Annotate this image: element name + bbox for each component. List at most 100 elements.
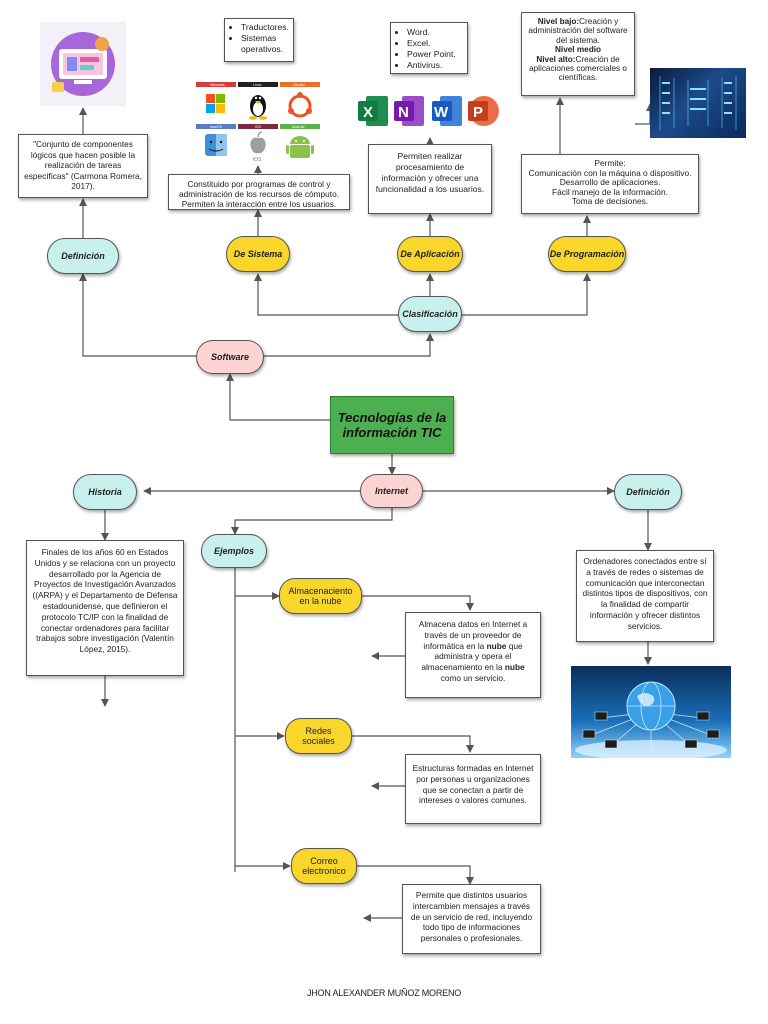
os-logos-grid: Windows Linux Ubuntu macOS iOS Android <box>196 82 320 164</box>
os-label: Android <box>292 125 304 129</box>
os-label: Windows <box>210 83 225 87</box>
android-icon <box>286 136 314 158</box>
software-definicion-box: "Conjunto de componentes lógicos que hac… <box>18 134 148 198</box>
windows-icon <box>206 94 225 113</box>
office-icons: X N W P <box>354 92 504 134</box>
software-illustration <box>40 22 126 106</box>
aplicacion-description-box: Permiten realizar procesamiento de infor… <box>368 144 492 214</box>
almacenamiento-bold: nube <box>486 640 507 651</box>
programacion-line: Fácil manejo de la información. <box>552 186 668 197</box>
example-redes-sociales-label: Redes sociales <box>302 726 335 746</box>
node-historia[interactable]: Historia <box>73 474 137 510</box>
programacion-line: Permite: <box>594 158 626 168</box>
almacenamiento-text: como un servicio. <box>440 672 506 683</box>
correo-description-text: Permite que distintos usuarios intercamb… <box>410 890 533 944</box>
node-software-label: Software <box>210 352 249 362</box>
sistema-examples-box: Traductores. Sistemas operativos. <box>224 18 294 62</box>
almacenamiento-text: que administra y opera el almacenamiento… <box>421 640 523 673</box>
ios-icon: iOS <box>250 131 266 163</box>
sistema-example-item: Traductores. <box>241 22 289 33</box>
ubuntu-icon <box>288 92 312 118</box>
aplicacion-example-item: Word. <box>407 27 463 38</box>
sistema-description-box: Constituido por programas de control y a… <box>168 174 350 210</box>
example-correo-label: Correo electronico <box>302 856 346 876</box>
programacion-line: Desarrollo de aplicaciones. <box>559 177 661 188</box>
node-de-programacion[interactable]: De Programación <box>548 236 626 272</box>
os-label: iOS <box>255 125 262 129</box>
niveles-box: Nivel bajo:Creación y administración del… <box>521 12 635 96</box>
node-de-programacion-label: De Programación <box>549 249 625 259</box>
author-footer: JHON ALEXANDER MUÑOZ MORENO <box>306 988 462 998</box>
almacenamiento-bold: nube <box>504 662 525 673</box>
aplicacion-examples-box: Word. Excel. Power Point. Antivirus. <box>390 22 468 74</box>
node-internet[interactable]: Internet <box>360 474 423 508</box>
programacion-line: Comunicación con la máquina o dispositiv… <box>528 167 692 178</box>
internet-definicion-text: Ordenadores conectados entre sí a través… <box>582 556 708 631</box>
sistema-example-item: Sistemas operativos. <box>241 33 289 55</box>
aplicacion-examples-list: Word. Excel. Power Point. Antivirus. <box>395 27 463 71</box>
nivel-bajo: Nivel bajo:Creación y administración del… <box>526 17 630 45</box>
internet-definicion-box: Ordenadores conectados entre sí a través… <box>576 550 714 642</box>
nivel-bajo-text: Creación y administración del software d… <box>528 17 628 45</box>
nivel-alto: Nivel alto:Creación de aplicaciones come… <box>526 55 630 83</box>
node-de-aplicacion[interactable]: De Aplicación <box>397 236 463 272</box>
nivel-bajo-label: Nivel bajo: <box>537 17 580 26</box>
programacion-description-box: Permite: Comunicación con la máquina o d… <box>521 154 699 214</box>
nivel-medio: Nivel medio <box>526 45 630 54</box>
os-label: Linux <box>253 83 262 87</box>
macos-icon <box>205 134 227 156</box>
software-definicion-text: "Conjunto de componentes lógicos que hac… <box>24 139 142 191</box>
node-de-sistema-label: De Sistema <box>233 249 283 259</box>
node-de-sistema[interactable]: De Sistema <box>226 236 290 272</box>
node-software[interactable]: Software <box>196 340 264 374</box>
word-letter: W <box>434 104 449 121</box>
onenote-icon: N <box>394 96 424 126</box>
node-internet-definicion[interactable]: Definición <box>614 474 682 510</box>
aplicacion-example-item: Antivirus. <box>407 60 463 71</box>
redes-description-box: Estructuras formadas en Internet por per… <box>405 754 541 824</box>
node-internet-definicion-label: Definición <box>626 487 670 497</box>
redes-description-text: Estructuras formadas en Internet por per… <box>412 763 534 806</box>
nivel-alto-label: Nivel alto: <box>536 54 576 64</box>
excel-icon: X <box>358 96 388 126</box>
example-correo[interactable]: Correo electronico <box>291 848 357 884</box>
sistema-description-text: Constituido por programas de control y a… <box>178 179 340 209</box>
powerpoint-icon: P <box>468 96 499 126</box>
word-icon: W <box>432 96 462 126</box>
os-label: Ubuntu <box>293 83 305 87</box>
aplicacion-description-text: Permiten realizar procesamiento de infor… <box>375 151 485 194</box>
svg-text:iOS: iOS <box>253 157 262 163</box>
node-software-definicion-label: Definición <box>61 251 105 261</box>
datacenter-image <box>650 68 746 138</box>
aplicacion-example-item: Excel. <box>407 38 463 49</box>
central-topic-label: Tecnologías de la información TIC <box>337 410 447 440</box>
example-redes-sociales[interactable]: Redes sociales <box>285 718 352 754</box>
node-software-definicion[interactable]: Definición <box>47 238 119 274</box>
aplicacion-example-item: Power Point. <box>407 49 463 60</box>
onenote-letter: N <box>398 104 409 121</box>
historia-text: Finales de los años 60 en Estados Unidos… <box>32 547 178 655</box>
example-almacenamiento-label: Almacenaciento en la nube <box>288 586 353 606</box>
sistema-examples-list: Traductores. Sistemas operativos. <box>229 22 289 55</box>
nivel-alto-text: Creación de aplicaciones comerciales o c… <box>529 54 627 83</box>
programacion-line: Toma de decisiones. <box>571 196 649 207</box>
example-almacenamiento[interactable]: Almacenaciento en la nube <box>279 578 362 614</box>
excel-letter: X <box>363 104 373 121</box>
node-clasificacion[interactable]: Clasificación <box>398 296 462 332</box>
node-historia-label: Historia <box>88 487 122 497</box>
network-globe-image <box>571 666 731 760</box>
node-clasificacion-label: Clasificación <box>402 309 458 319</box>
node-de-aplicacion-label: De Aplicación <box>400 249 460 259</box>
linux-icon <box>249 95 267 120</box>
os-label: macOS <box>210 125 223 129</box>
almacenamiento-text: Almacena datos en Internet a través de u… <box>418 619 528 651</box>
powerpoint-letter: P <box>473 104 483 121</box>
nivel-medio-label: Nivel medio <box>555 45 601 55</box>
node-ejemplos[interactable]: Ejemplos <box>201 534 267 568</box>
central-topic[interactable]: Tecnologías de la información TIC <box>330 396 454 454</box>
historia-box: Finales de los años 60 en Estados Unidos… <box>26 540 184 676</box>
node-internet-label: Internet <box>374 486 408 496</box>
correo-description-box: Permite que distintos usuarios intercamb… <box>402 884 541 954</box>
node-ejemplos-label: Ejemplos <box>213 546 254 556</box>
